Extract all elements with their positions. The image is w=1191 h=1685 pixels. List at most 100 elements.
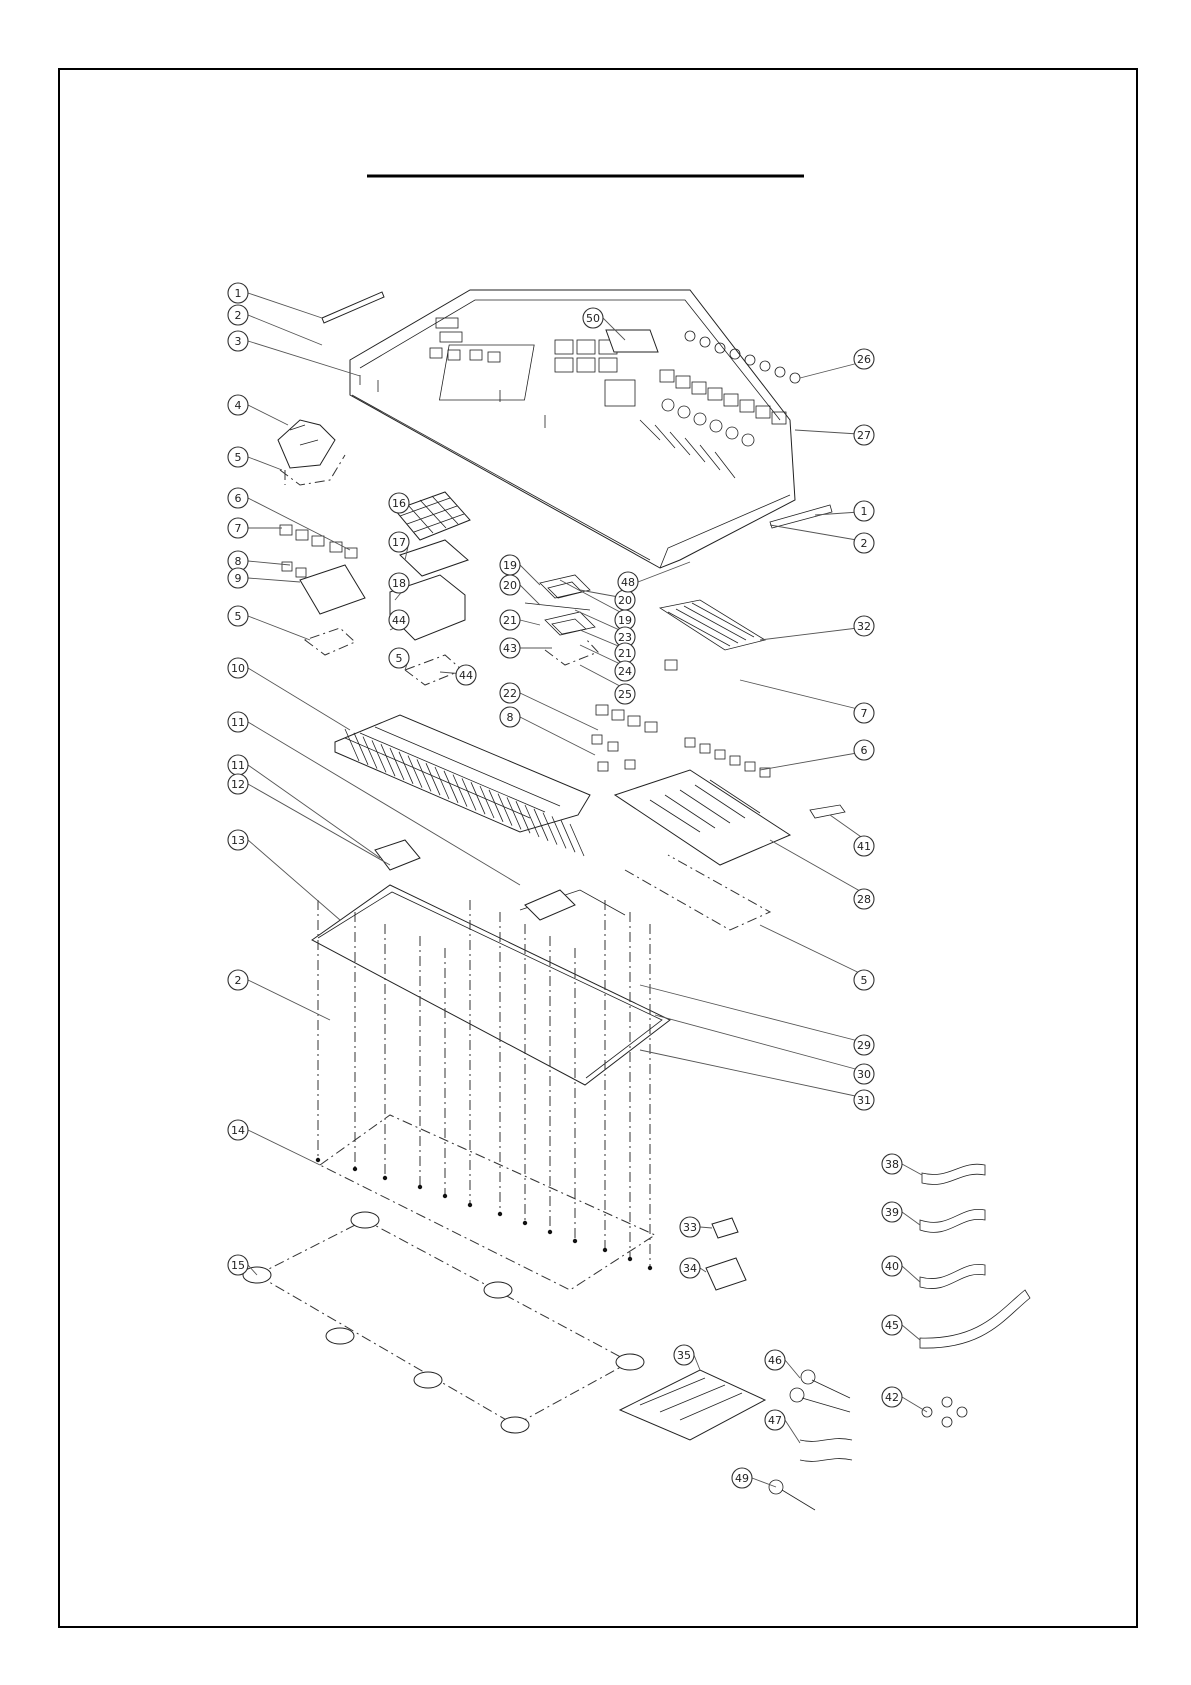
callout-label: 10 [231, 662, 245, 675]
leader-line [248, 561, 290, 565]
callout-17: 17 [389, 532, 409, 552]
leader-line [785, 1360, 800, 1378]
screw [418, 1185, 422, 1189]
callout-34: 34 [680, 1258, 700, 1278]
callout-label: 3 [235, 335, 242, 348]
cables [769, 1370, 967, 1510]
callout-label: 2 [235, 974, 242, 987]
leader-line [640, 1050, 874, 1100]
callout-label: 8 [235, 555, 242, 568]
leader-line [248, 457, 282, 470]
callout-38: 38 [882, 1154, 902, 1174]
screw [523, 1221, 527, 1225]
callout-label: 33 [683, 1221, 697, 1234]
callout-label: 39 [885, 1206, 899, 1219]
callout-label: 44 [392, 614, 406, 627]
callout-8: 8 [500, 707, 520, 727]
leader-line [248, 1130, 320, 1165]
leader-line [248, 405, 288, 425]
callout-27: 27 [854, 425, 874, 445]
callout-19: 19 [500, 555, 520, 575]
callout-33: 33 [680, 1217, 700, 1237]
callout-label: 5 [235, 610, 242, 623]
callout-7: 7 [854, 703, 874, 723]
callout-label: 50 [586, 312, 600, 325]
label-plate [606, 330, 658, 352]
callout-label: 7 [235, 522, 242, 535]
keybed [335, 715, 590, 856]
callout-35: 35 [674, 1345, 694, 1365]
callout-1: 1 [228, 283, 248, 303]
callout-43: 43 [500, 638, 520, 658]
rubber-feet [243, 1212, 644, 1433]
leader-line [248, 616, 310, 640]
leader-line [655, 1015, 874, 1074]
callout-16: 16 [389, 493, 409, 513]
callout-2: 2 [228, 305, 248, 325]
callout-5: 5 [389, 648, 409, 668]
callout-42: 42 [882, 1387, 902, 1407]
callout-25: 25 [615, 684, 635, 704]
callout-label: 11 [231, 716, 245, 729]
callout-label: 9 [235, 572, 242, 585]
callout-label: 34 [683, 1262, 697, 1275]
leader-line [740, 680, 874, 713]
callout-41: 41 [854, 836, 874, 856]
leader-line [248, 765, 380, 858]
callout-label: 24 [618, 665, 632, 678]
leader-line [902, 1397, 927, 1412]
leader-line [902, 1266, 920, 1282]
leader-line [694, 1355, 700, 1370]
leader-line [520, 620, 540, 625]
leader-line [700, 1227, 712, 1228]
leader-line [248, 315, 322, 345]
callout-label: 23 [618, 631, 632, 644]
callout-label: 19 [618, 614, 632, 627]
callout-label: 46 [768, 1354, 782, 1367]
callout-label: 17 [392, 536, 406, 549]
callout-label: 30 [857, 1068, 871, 1081]
callout-12: 12 [228, 774, 248, 794]
leader-line [700, 1268, 706, 1272]
leader-line [248, 784, 390, 865]
callout-label: 12 [231, 778, 245, 791]
leader-line [640, 985, 874, 1045]
callout-49: 49 [732, 1468, 752, 1488]
leader-line [248, 498, 350, 550]
screw [628, 1257, 632, 1261]
callout-label: 29 [857, 1039, 871, 1052]
callout-label: 14 [231, 1124, 245, 1137]
callout-label: 27 [857, 429, 871, 442]
screw [443, 1194, 447, 1198]
callout-39: 39 [882, 1202, 902, 1222]
callout-50: 50 [583, 308, 603, 328]
callout-24: 24 [615, 661, 635, 681]
callout-label: 11 [231, 759, 245, 772]
leader-line [752, 1478, 776, 1487]
callout-label: 28 [857, 893, 871, 906]
callout-label: 1 [861, 505, 868, 518]
callout-label: 47 [768, 1414, 782, 1427]
callout-label: 20 [503, 579, 517, 592]
callout-44: 44 [389, 610, 409, 630]
callout-label: 42 [885, 1391, 899, 1404]
callout-label: 44 [459, 669, 473, 682]
callout-label: 25 [618, 688, 632, 701]
callout-2: 2 [854, 533, 874, 553]
callout-45: 45 [882, 1315, 902, 1335]
callout-label: 2 [861, 537, 868, 550]
leader-line [248, 293, 322, 318]
callout-44: 44 [456, 665, 476, 685]
callout-5: 5 [854, 970, 874, 990]
callout-label: 5 [861, 974, 868, 987]
callout-20: 20 [500, 575, 520, 595]
callout-label: 20 [618, 594, 632, 607]
callout-label: 6 [861, 744, 868, 757]
callout-label: 41 [857, 840, 871, 853]
callout-label: 31 [857, 1094, 871, 1107]
ribbon-cables [920, 1164, 1030, 1348]
screw [316, 1158, 320, 1162]
callout-3: 3 [228, 331, 248, 351]
callout-21: 21 [615, 643, 635, 663]
